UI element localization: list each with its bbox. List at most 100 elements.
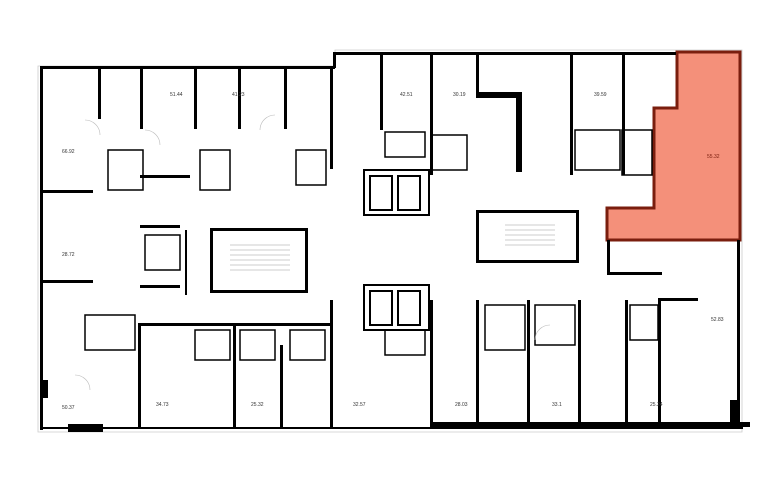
elevator-shafts [363,169,430,331]
wall [43,427,743,429]
wall [238,69,241,129]
wall [140,69,143,129]
unit-area-label: 39.59 [594,92,607,98]
unit-area-label: 66.92 [62,149,75,155]
bathroom [621,129,653,176]
unit-area-label: 34.73 [156,402,169,408]
door-swing [534,324,551,341]
unit-area-label: 42.51 [400,92,413,98]
unit-area-label: 41.23 [232,92,245,98]
unit-area-label: 25.24 [650,402,663,408]
unit-area-label: 51.44 [170,92,183,98]
wall [233,323,236,427]
elevator [397,290,421,326]
bathroom [194,329,231,361]
wall [476,260,576,263]
bathroom [107,149,144,191]
wall [140,225,180,228]
unit-area-label: 28.72 [62,252,75,258]
walls [40,52,750,432]
unit-area-label: 33.1 [552,402,562,408]
wall [284,69,287,129]
wall [43,280,93,283]
bathroom [384,329,426,356]
wall [730,400,740,428]
wall [185,230,187,295]
bathroom [484,304,526,351]
wall [737,240,740,428]
elevator [363,169,430,216]
wall [476,210,576,213]
wall [658,300,661,427]
bathroom [295,149,327,186]
wall [138,323,141,427]
unit-area-label: 52.83 [711,317,724,323]
bathroom [84,314,136,351]
unit-area-label: 28.03 [455,402,468,408]
wall [305,228,308,293]
wall [430,55,433,175]
elevator [369,175,393,211]
elevator [397,175,421,211]
wall [40,66,43,430]
bathroom [534,304,576,346]
wall [98,69,101,119]
wall [527,300,530,427]
unit-area-labels: 51.44 41.23 42.51 30.19 39.59 66.92 28.72 55.32… [62,92,724,411]
unit-area-label: 50.37 [62,405,75,411]
wall [430,300,433,427]
elevator [369,290,393,326]
wall [43,190,93,193]
wall [210,228,213,293]
bathrooms [84,129,659,361]
wall [658,298,698,301]
wall [476,300,479,427]
door-swing [74,374,91,391]
wall [210,228,305,231]
wall [607,272,662,275]
wall [607,240,610,275]
wall [576,210,579,263]
unit-area-label: 32.57 [353,402,366,408]
wall [330,300,333,427]
bathroom [144,234,181,271]
wall [140,175,190,178]
wall [333,52,336,68]
bathroom [431,134,468,171]
wall [68,424,103,432]
wall [40,66,335,69]
unit-area-label: 30.19 [453,92,466,98]
wall [210,290,305,293]
wall [140,285,180,288]
wall [40,380,48,398]
bathroom [384,131,426,158]
wall [336,52,676,55]
bathroom [199,149,231,191]
wall [622,55,625,175]
wall [430,422,750,427]
wall [476,92,521,98]
unit-area-label-highlighted: 55.32 [707,154,720,160]
unit-area-label: 25.32 [251,402,264,408]
bathroom [574,129,621,171]
bathroom [239,329,276,361]
door-swing [144,129,161,146]
wall [280,345,283,427]
stairs [230,224,555,271]
wall [476,210,479,263]
wall [570,55,573,175]
bathroom [629,304,659,341]
door-swing [259,114,276,131]
wall [194,69,197,129]
wall [625,300,628,427]
bathroom [289,329,326,361]
highlighted-unit-55-32[interactable] [605,50,742,242]
wall [380,55,383,130]
wall [516,92,522,172]
wall [476,55,479,95]
door-swing [84,119,101,136]
door-swings [74,114,551,391]
wall [330,69,333,169]
